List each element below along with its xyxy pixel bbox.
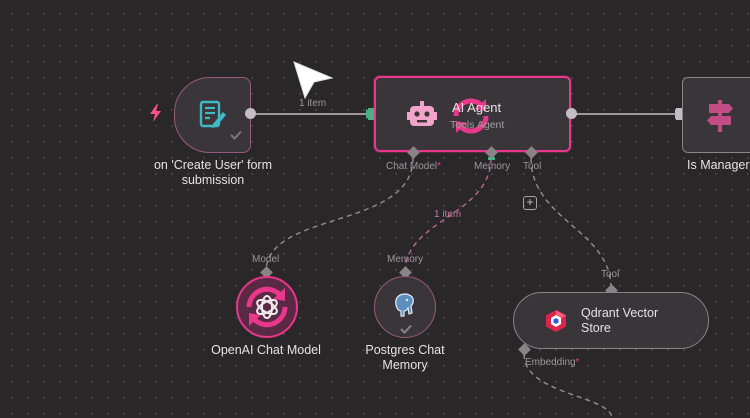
refresh-icon [448, 93, 494, 144]
robot-icon [407, 101, 437, 134]
memory-port-label: Memory [474, 161, 511, 172]
postgres-elephant-icon [392, 292, 418, 323]
qdrant-node-label: Qdrant Vector Store [581, 306, 658, 336]
form-icon [199, 100, 227, 135]
edge-embedding[interactable] [523, 353, 613, 418]
openai-chat-model-node[interactable] [236, 276, 298, 338]
openai-icon [254, 294, 280, 325]
openai-node-label: OpenAI Chat Model [211, 343, 321, 357]
postgres-node-label: Postgres Chat Memory [345, 343, 465, 373]
model-port-label: Model [252, 254, 280, 265]
trigger-output-port[interactable] [245, 108, 256, 119]
cursor-arrow-icon [292, 60, 334, 105]
agent-main-input-port[interactable] [368, 108, 374, 120]
qdrant-label-line1: Qdrant Vector [581, 306, 659, 320]
chat-model-port-text: Chat Model [386, 161, 438, 172]
trigger-lightning-icon [149, 104, 162, 127]
embedding-required-marker: * [575, 357, 580, 368]
edge-tool[interactable] [530, 157, 612, 289]
embedding-port-label: Embedding* [525, 357, 580, 368]
memory-input-port-label: Memory [387, 254, 424, 265]
postgres-check-icon [400, 321, 412, 339]
agent-output-port[interactable] [566, 108, 577, 119]
is-manager-label: Is Manager [687, 158, 750, 172]
edge-memory[interactable] [404, 157, 492, 273]
trigger-node-label: on 'Create User' form submission [153, 158, 272, 187]
form-trigger-node[interactable] [174, 77, 251, 153]
add-tool-button[interactable]: + [523, 196, 537, 210]
postgres-label-line2: Memory [382, 358, 428, 372]
check-icon [230, 127, 242, 145]
ai-agent-node[interactable]: AI Agent Tools Agent [374, 76, 571, 152]
edge-chat-model[interactable] [265, 157, 414, 273]
qdrant-vector-store-node[interactable]: Qdrant Vector Store [513, 292, 709, 349]
postgres-label-line1: Postgres Chat [365, 343, 445, 357]
embedding-port-text: Embedding [525, 357, 576, 368]
ai-agent-subtitle: Tools Agent [450, 119, 505, 131]
chat-model-port-label: Chat Model* [386, 161, 441, 172]
memory-connected-marker [488, 157, 495, 160]
openai-refresh-icon [241, 281, 293, 338]
ai-agent-title: AI Agent [452, 100, 502, 115]
is-manager-node[interactable] [682, 77, 750, 153]
qdrant-label-line2: Store [581, 321, 611, 335]
required-marker: * [437, 161, 442, 172]
tool-port-label: Tool [523, 161, 542, 172]
signpost-icon [705, 100, 735, 137]
edge-item-count: 1 item [299, 98, 327, 109]
postgres-memory-node[interactable] [374, 276, 436, 338]
memory-edge-item-count: 1 item [434, 209, 462, 220]
is-manager-input-port[interactable] [676, 108, 682, 120]
qdrant-icon [545, 309, 567, 338]
tool-input-port-label: Tool [601, 269, 620, 280]
